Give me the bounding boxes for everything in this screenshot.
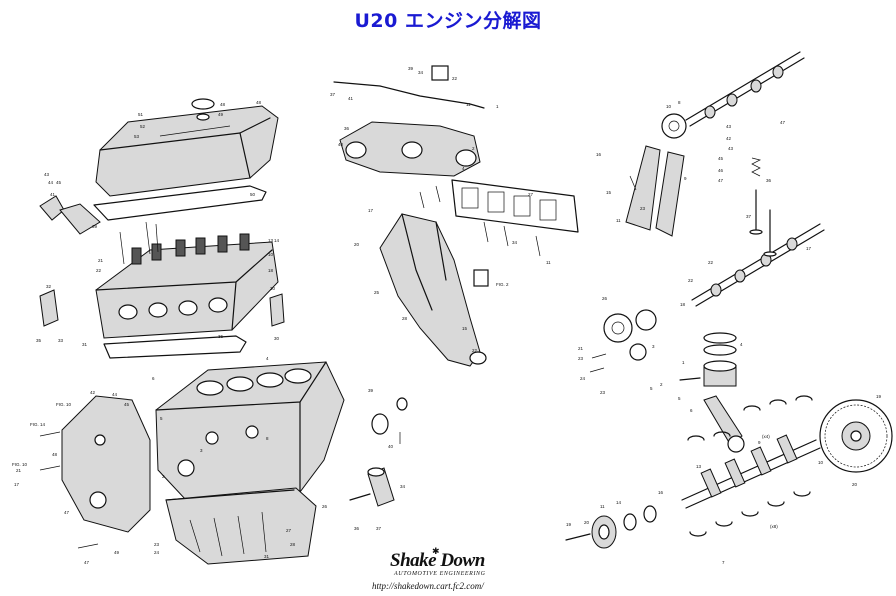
oil-filter: [349, 467, 395, 507]
timing-cover: [61, 395, 151, 533]
sparkle-icon: ✱: [432, 546, 440, 556]
cam-sprocket-upper: [661, 113, 687, 139]
exhaust-manifold: [379, 213, 489, 367]
timing-chain-tensioner: [625, 145, 685, 237]
water-outlet: [39, 195, 101, 235]
website-link[interactable]: http://shakedown.cart.fc2.com/: [372, 581, 484, 591]
piston: [679, 332, 737, 387]
valve-assembly: [749, 157, 777, 257]
crank-pulley: [565, 505, 657, 549]
fasteners: [39, 175, 637, 549]
page-title: U20 エンジン分解図: [354, 10, 542, 32]
bearing-shells-upper: [687, 395, 813, 441]
crankshaft: [681, 434, 821, 509]
camshaft-lower: [691, 223, 825, 307]
logo-brand: Shake Down: [390, 550, 485, 571]
head-gasket: [103, 335, 247, 359]
flywheel: [819, 399, 893, 473]
seal-rings: [371, 397, 408, 435]
intake-manifold: [333, 65, 485, 177]
logo-tagline: AUTOMOTIVE ENGINEERING: [394, 571, 486, 577]
bearing-shells-lower: [689, 491, 811, 537]
rocker-cover: [95, 98, 279, 197]
manifold-gasket: [451, 179, 579, 233]
shakedown-logo: ✱ Shake Down AUTOMOTIVE ENGINEERING http…: [372, 546, 520, 594]
camshaft-upper: [685, 51, 805, 127]
side-plates: [39, 289, 285, 327]
rocker-cover-gasket: [93, 185, 267, 221]
cylinder-head: [95, 233, 279, 339]
crank-sprocket: [603, 309, 657, 361]
connecting-rod: [703, 395, 745, 453]
cylinder-block: [155, 361, 345, 501]
oil-pan: [165, 487, 317, 565]
